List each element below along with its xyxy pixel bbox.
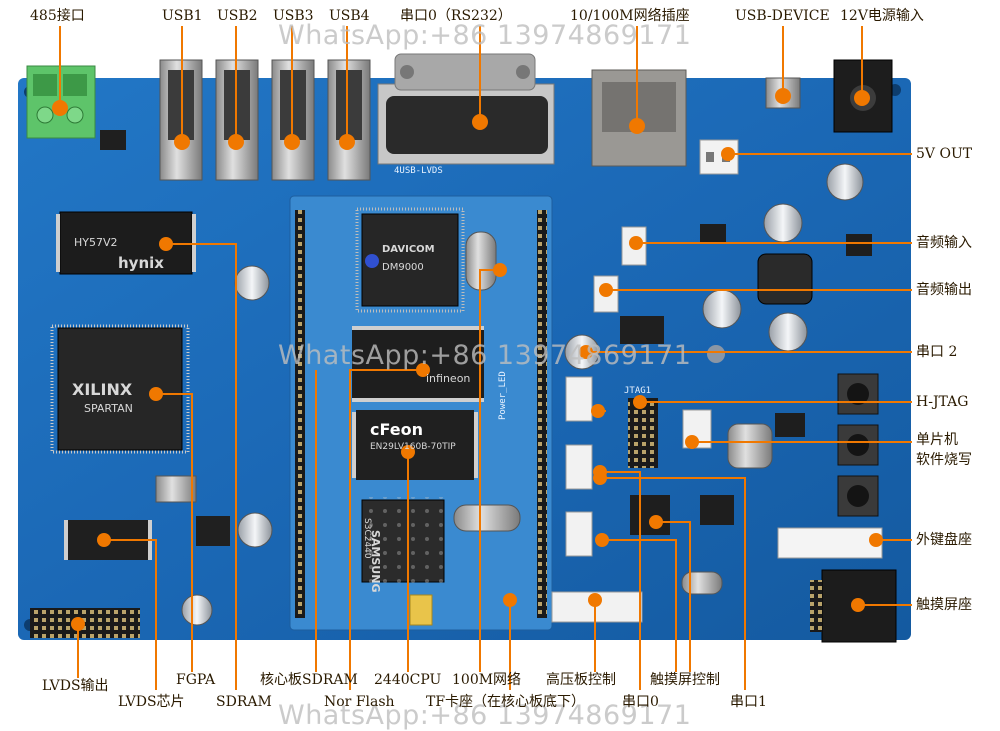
label-audio-out: 音频输出 bbox=[916, 282, 972, 298]
label-touch-control: 触摸屏控制 bbox=[650, 672, 720, 688]
label-serial1: 串口1 bbox=[730, 694, 767, 710]
label-hv-board-control: 高压板控制 bbox=[546, 672, 616, 688]
dm9000-marking: DM9000 bbox=[382, 262, 424, 273]
hynix-part-marking: HY57V2 bbox=[74, 236, 118, 249]
label-mcu-burn-line2: 软件烧写 bbox=[916, 452, 972, 468]
label-audio-in: 音频输入 bbox=[916, 235, 972, 251]
watermark-bottom: WhatsApp:+86 13974869171 bbox=[278, 700, 692, 731]
watermark-top: WhatsApp:+86 13974869171 bbox=[278, 20, 692, 51]
infineon-marking: infineon bbox=[426, 372, 471, 385]
usb-lvds-silkscreen: 4USB-LVDS bbox=[394, 166, 443, 176]
samsung-part-marking: S3C2440 bbox=[362, 518, 372, 559]
cfeon-marking: cFeon bbox=[370, 420, 423, 439]
label-tf-socket: TF卡座（在核心板底下） bbox=[426, 694, 586, 710]
label-usb1: USB1 bbox=[162, 8, 203, 24]
label-ext-keyboard: 外键盘座 bbox=[916, 532, 972, 548]
label-usb-device: USB-DEVICE bbox=[735, 8, 830, 24]
label-lvds-chip: LVDS芯片 bbox=[118, 694, 185, 710]
label-mcu-burn-line1: 单片机 bbox=[916, 432, 958, 448]
label-lvds-out: LVDS输出 bbox=[42, 678, 109, 694]
watermark-middle: WhatsApp:+86 13974869171 bbox=[278, 340, 692, 371]
spartan-marking: SPARTAN bbox=[84, 402, 133, 415]
label-usb2: USB2 bbox=[217, 8, 258, 24]
label-touch-socket: 触摸屏座 bbox=[916, 597, 972, 613]
label-usb4: USB4 bbox=[329, 8, 370, 24]
label-485-interface: 485接口 bbox=[30, 8, 85, 24]
label-100m-network: 100M网络 bbox=[452, 672, 522, 688]
label-ethernet-jack: 10/100M网络插座 bbox=[570, 8, 690, 24]
label-serial2: 串口 2 bbox=[916, 344, 958, 360]
label-2440-cpu: 2440CPU bbox=[374, 672, 442, 688]
xilinx-marking: XILINX bbox=[72, 380, 133, 399]
label-sdram: SDRAM bbox=[216, 694, 272, 710]
label-h-jtag: H-JTAG bbox=[916, 394, 969, 410]
label-serial0-rs232: 串口0（RS232） bbox=[400, 8, 512, 24]
label-5v-out: 5V OUT bbox=[916, 146, 973, 162]
label-usb3: USB3 bbox=[273, 8, 314, 24]
jtag-silkscreen: JTAG1 bbox=[624, 386, 652, 396]
label-core-sdram: 核心板SDRAM bbox=[260, 672, 358, 688]
davicom-marking: DAVICOM bbox=[382, 244, 435, 255]
label-12v-power: 12V电源输入 bbox=[840, 8, 924, 24]
label-serial0: 串口0 bbox=[622, 694, 659, 710]
hynix-marking: hynix bbox=[118, 254, 164, 272]
label-fpga: FGPA bbox=[176, 672, 216, 688]
label-nor-flash: Nor Flash bbox=[324, 694, 395, 710]
cfeon-part-marking: EN29LV160B-70TIP bbox=[370, 442, 456, 452]
power-led-silkscreen: Power_LED bbox=[498, 371, 508, 420]
